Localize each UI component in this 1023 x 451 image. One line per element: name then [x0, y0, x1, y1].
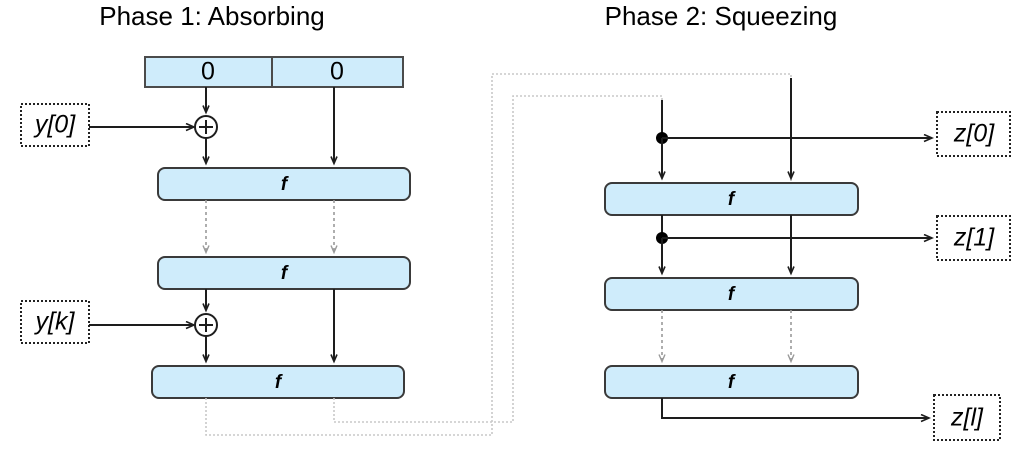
- output-zl: z[l]: [933, 394, 1001, 441]
- f-block-p1-1-label: f: [281, 174, 289, 195]
- f-block-p2-1-label: f: [728, 189, 736, 210]
- f-block-p1-1: f: [157, 167, 411, 201]
- f-block-p2-3: f: [604, 365, 859, 399]
- state-cell-capacity-label: 0: [330, 58, 344, 86]
- f-block-p2-2-rect: [604, 277, 859, 311]
- f-block-p2-2-label: f: [728, 284, 736, 305]
- phase1-group: 0 0 y[0] f f: [20, 56, 411, 399]
- state-cell-rate: [144, 56, 273, 88]
- input-yk-box: [20, 300, 90, 344]
- input-y0-label: y[0]: [33, 111, 76, 139]
- output-z0: z[0]: [936, 111, 1011, 157]
- output-z1: z[1]: [936, 215, 1011, 261]
- wire-f6-to-zl: [661, 398, 929, 418]
- f-block-p2-3-rect: [604, 365, 859, 399]
- f-block-p2-1: f: [604, 182, 859, 216]
- f-block-p1-3: f: [151, 365, 405, 399]
- f-block-p2-2: f: [604, 277, 859, 311]
- f-block-p1-3-rect: [151, 365, 405, 399]
- phase2-group: z[0] f z[1] f f: [604, 78, 1011, 441]
- output-z0-box: [936, 111, 1011, 157]
- f-block-p1-2-label: f: [281, 263, 289, 284]
- output-zl-box: [933, 394, 1001, 441]
- output-z1-label: z[1]: [953, 224, 995, 252]
- input-y0: y[0]: [20, 103, 90, 147]
- state-cell-rate-label: 0: [201, 58, 215, 86]
- f-block-p2-3-label: f: [728, 372, 736, 393]
- phase1-title: Phase 1: Absorbing: [99, 1, 325, 31]
- input-yk-label: y[k]: [34, 308, 76, 336]
- output-z0-label: z[0]: [953, 120, 995, 148]
- input-yk: y[k]: [20, 300, 90, 344]
- f-block-p1-2-rect: [157, 256, 411, 290]
- state-cell-capacity: [271, 56, 404, 88]
- phase2-title: Phase 2: Squeezing: [605, 1, 838, 31]
- xor-node-yk: [194, 313, 218, 337]
- f-block-p2-1-rect: [604, 182, 859, 216]
- f-block-p1-3-label: f: [275, 372, 283, 393]
- output-zl-label: z[l]: [950, 404, 984, 432]
- f-block-p1-2: f: [157, 256, 411, 290]
- f-block-p1-1-rect: [157, 167, 411, 201]
- state-bar: 0 0: [144, 56, 404, 88]
- input-y0-box: [20, 103, 90, 147]
- output-z1-box: [936, 215, 1011, 261]
- xor-node-y0: [194, 115, 218, 139]
